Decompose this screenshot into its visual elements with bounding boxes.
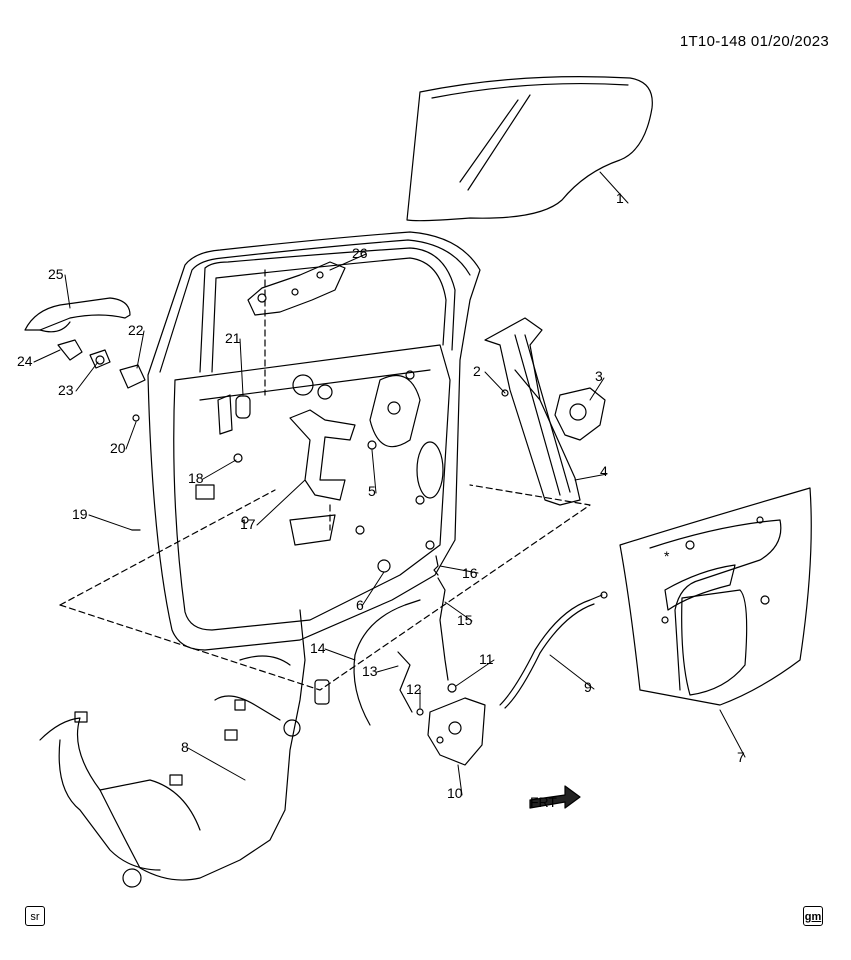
part-window-glass xyxy=(406,76,653,222)
part-seal-21 xyxy=(235,395,251,419)
callout-17: 17 xyxy=(240,516,256,532)
part-bolt-2 xyxy=(501,389,509,397)
door-dashed-guides xyxy=(59,269,591,691)
callout-20: 20 xyxy=(110,440,126,456)
trim-marker: * xyxy=(664,548,670,564)
leader-1 xyxy=(599,171,629,204)
callout-14: 14 xyxy=(310,640,326,656)
leader-4 xyxy=(574,473,608,481)
callout-25: 25 xyxy=(48,266,64,282)
part-regulator-4 xyxy=(484,317,581,506)
part-handle-bracket xyxy=(247,261,346,316)
diagram-code: 1T10-148 xyxy=(679,33,747,50)
callout-7: 7 xyxy=(737,749,745,765)
leader-10 xyxy=(457,764,463,796)
part-motor-3 xyxy=(554,387,606,441)
leader-9 xyxy=(549,654,595,690)
part-spring-16 xyxy=(433,555,439,576)
leader-23 xyxy=(75,361,99,392)
part-bracket-17 xyxy=(289,409,356,501)
leader-6 xyxy=(361,571,385,607)
leader-13 xyxy=(376,665,399,673)
part-rod-15 xyxy=(437,577,449,681)
callout-8: 8 xyxy=(181,739,189,755)
part-clip-12 xyxy=(416,708,424,716)
callout-19: 19 xyxy=(72,506,88,522)
callout-4: 4 xyxy=(600,463,608,479)
part-nut-18 xyxy=(233,453,243,463)
part-nut-5 xyxy=(367,440,377,450)
leader-24 xyxy=(33,349,61,363)
leader-11 xyxy=(455,659,495,687)
part-cable-9 xyxy=(499,591,608,709)
part-plug-20 xyxy=(132,414,140,422)
front-arrow-label: FRT xyxy=(530,794,557,810)
callout-6: 6 xyxy=(356,597,364,613)
leader-17 xyxy=(256,479,306,526)
part-grommet-6 xyxy=(377,559,391,573)
callout-11: 11 xyxy=(479,651,494,667)
callout-1: 1 xyxy=(616,190,624,206)
leader-25 xyxy=(64,274,71,309)
part-handle-gasket xyxy=(119,364,146,389)
leader-14 xyxy=(324,648,356,661)
callout-2: 2 xyxy=(473,363,481,379)
callout-3: 3 xyxy=(595,368,603,384)
part-latch-10 xyxy=(427,697,486,766)
callout-9: 9 xyxy=(584,679,592,695)
leader-22 xyxy=(136,330,145,369)
callout-12: 12 xyxy=(406,681,422,697)
part-deflector-7 xyxy=(619,487,812,706)
part-harness-8 xyxy=(39,609,330,888)
leader-18 xyxy=(202,459,237,480)
front-direction-arrow: FRT xyxy=(529,785,581,810)
leader-2 xyxy=(484,371,506,394)
callout-21: 21 xyxy=(225,330,241,346)
callout-18: 18 xyxy=(188,470,204,486)
leader-21 xyxy=(239,338,244,396)
service-badge: sr xyxy=(25,906,45,926)
part-handle-cap xyxy=(57,339,83,361)
diagram-date: 01/20/2023 xyxy=(750,33,829,50)
leader-5 xyxy=(371,449,377,494)
leader-20 xyxy=(125,421,137,450)
gm-logo-badge: gm xyxy=(803,906,823,926)
leader-15 xyxy=(444,601,473,622)
part-outside-handle xyxy=(24,297,131,333)
leader-19 xyxy=(88,514,133,531)
leader-16 xyxy=(439,565,479,574)
callout-16: 16 xyxy=(462,565,478,581)
part-rod-13 xyxy=(397,651,413,713)
callout-leaders xyxy=(33,171,746,796)
callout-24: 24 xyxy=(17,353,33,369)
part-cable-14 xyxy=(353,599,421,726)
callout-22: 22 xyxy=(128,322,144,338)
part-door-shell xyxy=(147,231,481,651)
callout-13: 13 xyxy=(362,663,378,679)
callout-10: 10 xyxy=(447,785,463,801)
diagram-header: 1T10-148 01/20/2023 xyxy=(680,33,829,50)
leader-3 xyxy=(589,377,605,401)
callout-26: 26 xyxy=(352,245,368,261)
callout-15: 15 xyxy=(457,612,473,628)
leader-26 xyxy=(329,253,367,271)
part-lock-cylinder xyxy=(89,349,111,369)
callout-5: 5 xyxy=(368,483,376,499)
part-clip-11 xyxy=(447,683,457,693)
leader-7 xyxy=(719,709,746,758)
leader-8 xyxy=(187,747,246,781)
callout-23: 23 xyxy=(58,382,74,398)
